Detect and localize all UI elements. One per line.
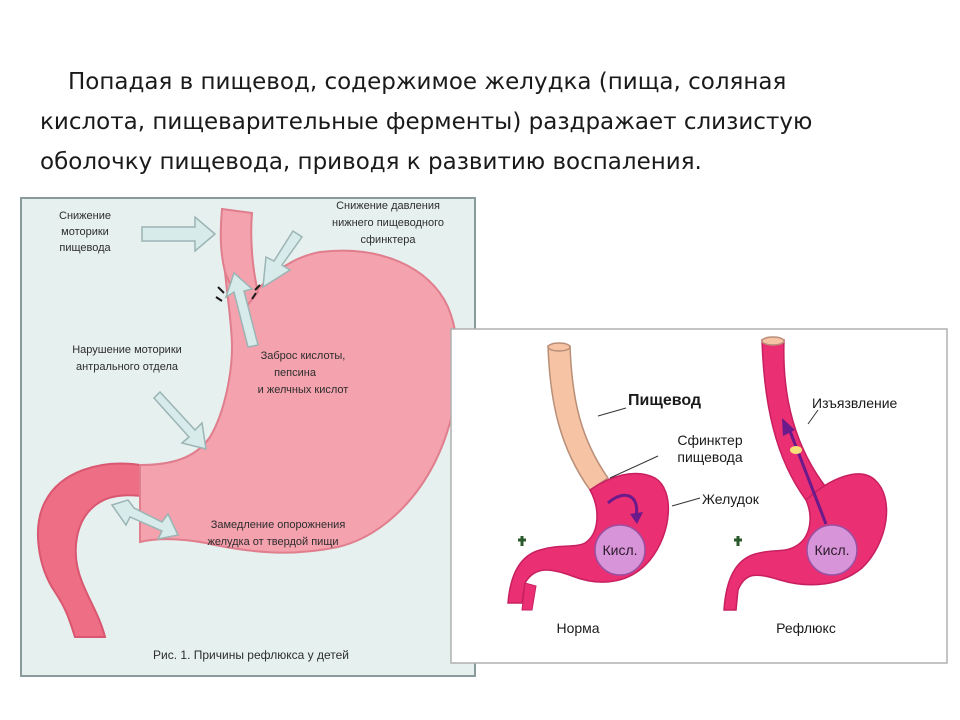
label-motility-2: моторики bbox=[61, 226, 109, 238]
ulcer-spot bbox=[790, 446, 802, 454]
reflux-causes-figure: Снижение моторики пищевода Снижение давл… bbox=[20, 197, 476, 677]
label-acid-normal: Кисл. bbox=[602, 542, 637, 558]
arrow-sphincter bbox=[262, 229, 304, 289]
label-emptying-2: желудка от твердой пищи bbox=[207, 536, 338, 548]
label-reflux-1: Заброс кислоты, bbox=[261, 350, 346, 362]
label-sphincter-2: пищевода bbox=[677, 449, 742, 465]
normal-vs-reflux-figure: Пищевод Сфинктер пищевода Изъязвление Же… bbox=[450, 328, 948, 664]
label-emptying-1: Замедление опорожнения bbox=[211, 519, 346, 531]
label-sphincter-2: нижнего пищеводного bbox=[332, 217, 444, 229]
reflux-stomach-diagram bbox=[723, 336, 888, 611]
label-sphincter-1: Сфинктер bbox=[677, 432, 743, 448]
reflux-stomach bbox=[723, 473, 888, 611]
label-antral-1: Нарушение моторики bbox=[72, 344, 182, 356]
label-esophagus: Пищевод bbox=[628, 392, 701, 409]
label-motility-3: пищевода bbox=[59, 242, 111, 254]
label-reflux-2: пепсина bbox=[274, 367, 317, 379]
paragraph-line-1: Попадая в пищевод, содержимое желудка (п… bbox=[68, 69, 787, 95]
label-reflux-3: и желчных кислот bbox=[258, 384, 349, 396]
label-acid-reflux: Кисл. bbox=[814, 542, 849, 558]
normal-acid-pool bbox=[594, 524, 646, 576]
arrow-motility bbox=[141, 215, 217, 253]
label-normal: Норма bbox=[556, 620, 599, 636]
normal-acid-arrow bbox=[607, 493, 639, 517]
label-ulcer: Изъязвление bbox=[812, 395, 898, 411]
label-motility-1: Снижение bbox=[59, 210, 111, 222]
label-sphincter-1: Снижение давления bbox=[336, 200, 440, 212]
paragraph-line-3: оболочку пищевода, приводя к развитию во… bbox=[40, 149, 702, 175]
reflux-acid-pool bbox=[806, 524, 858, 576]
label-sphincter-3: сфинктера bbox=[361, 234, 417, 246]
figure-caption: Рис. 1. Причины рефлюкса у детей bbox=[153, 648, 349, 662]
label-reflux: Рефлюкс bbox=[776, 620, 836, 636]
paragraph-line-2: кислота, пищеварительные ферменты) раздр… bbox=[40, 109, 813, 135]
arrow-emptying bbox=[110, 499, 180, 541]
normal-stomach-diagram bbox=[507, 342, 701, 611]
arrow-reflux-up bbox=[224, 271, 259, 348]
duodenum-illustration bbox=[37, 462, 150, 638]
sphincter-markers bbox=[215, 284, 261, 302]
slide-paragraph: Попадая в пищевод, содержимое желудка (п… bbox=[40, 62, 920, 182]
label-stomach: Желудок bbox=[702, 491, 760, 507]
arrow-antral bbox=[152, 390, 207, 451]
stomach-illustration bbox=[139, 249, 459, 554]
reflux-acid-arrow bbox=[786, 425, 828, 525]
label-antral-2: антрального отдела bbox=[76, 361, 179, 373]
